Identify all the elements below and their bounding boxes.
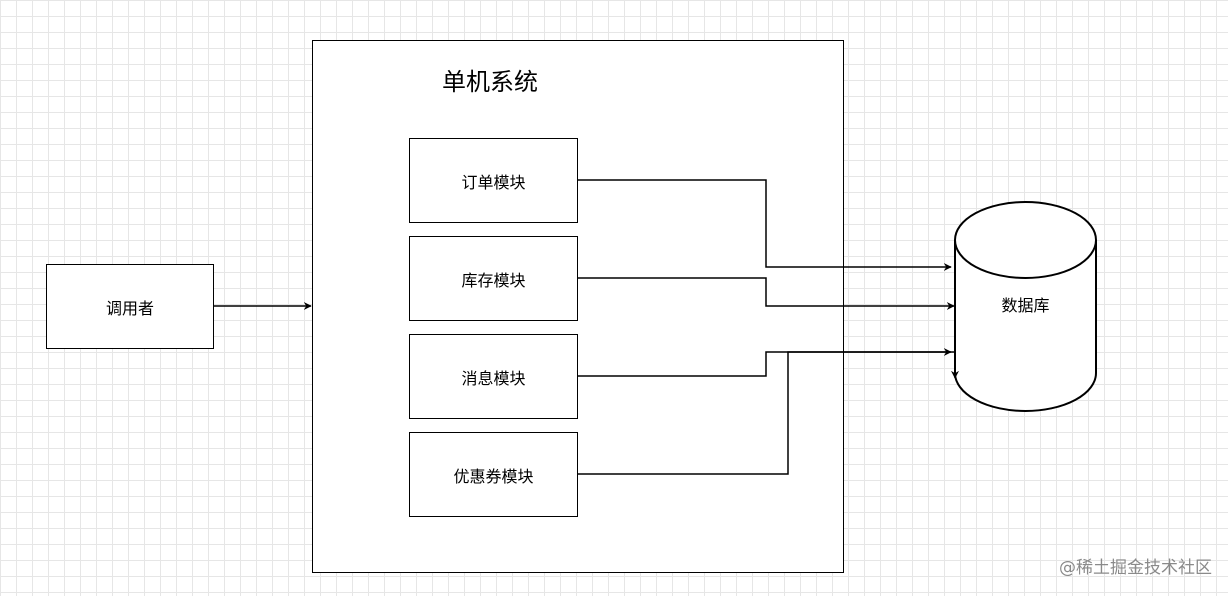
module-inventory-label: 库存模块 [461,270,526,290]
module-inventory[interactable]: 库存模块 [409,236,578,321]
module-coupon-label: 优惠券模块 [453,466,534,486]
caller-label: 调用者 [105,298,154,318]
system-title: 单机系统 [442,68,538,96]
module-order[interactable]: 订单模块 [409,138,578,223]
database-label: 数据库 [1001,296,1050,315]
module-message[interactable]: 消息模块 [409,334,578,419]
module-order-label: 订单模块 [461,172,526,192]
standalone-system-container [312,40,844,573]
caller-node[interactable]: 调用者 [46,264,214,349]
module-coupon[interactable]: 优惠券模块 [409,432,578,517]
module-message-label: 消息模块 [461,368,526,388]
watermark: @稀土掘金技术社区 [1059,558,1212,578]
